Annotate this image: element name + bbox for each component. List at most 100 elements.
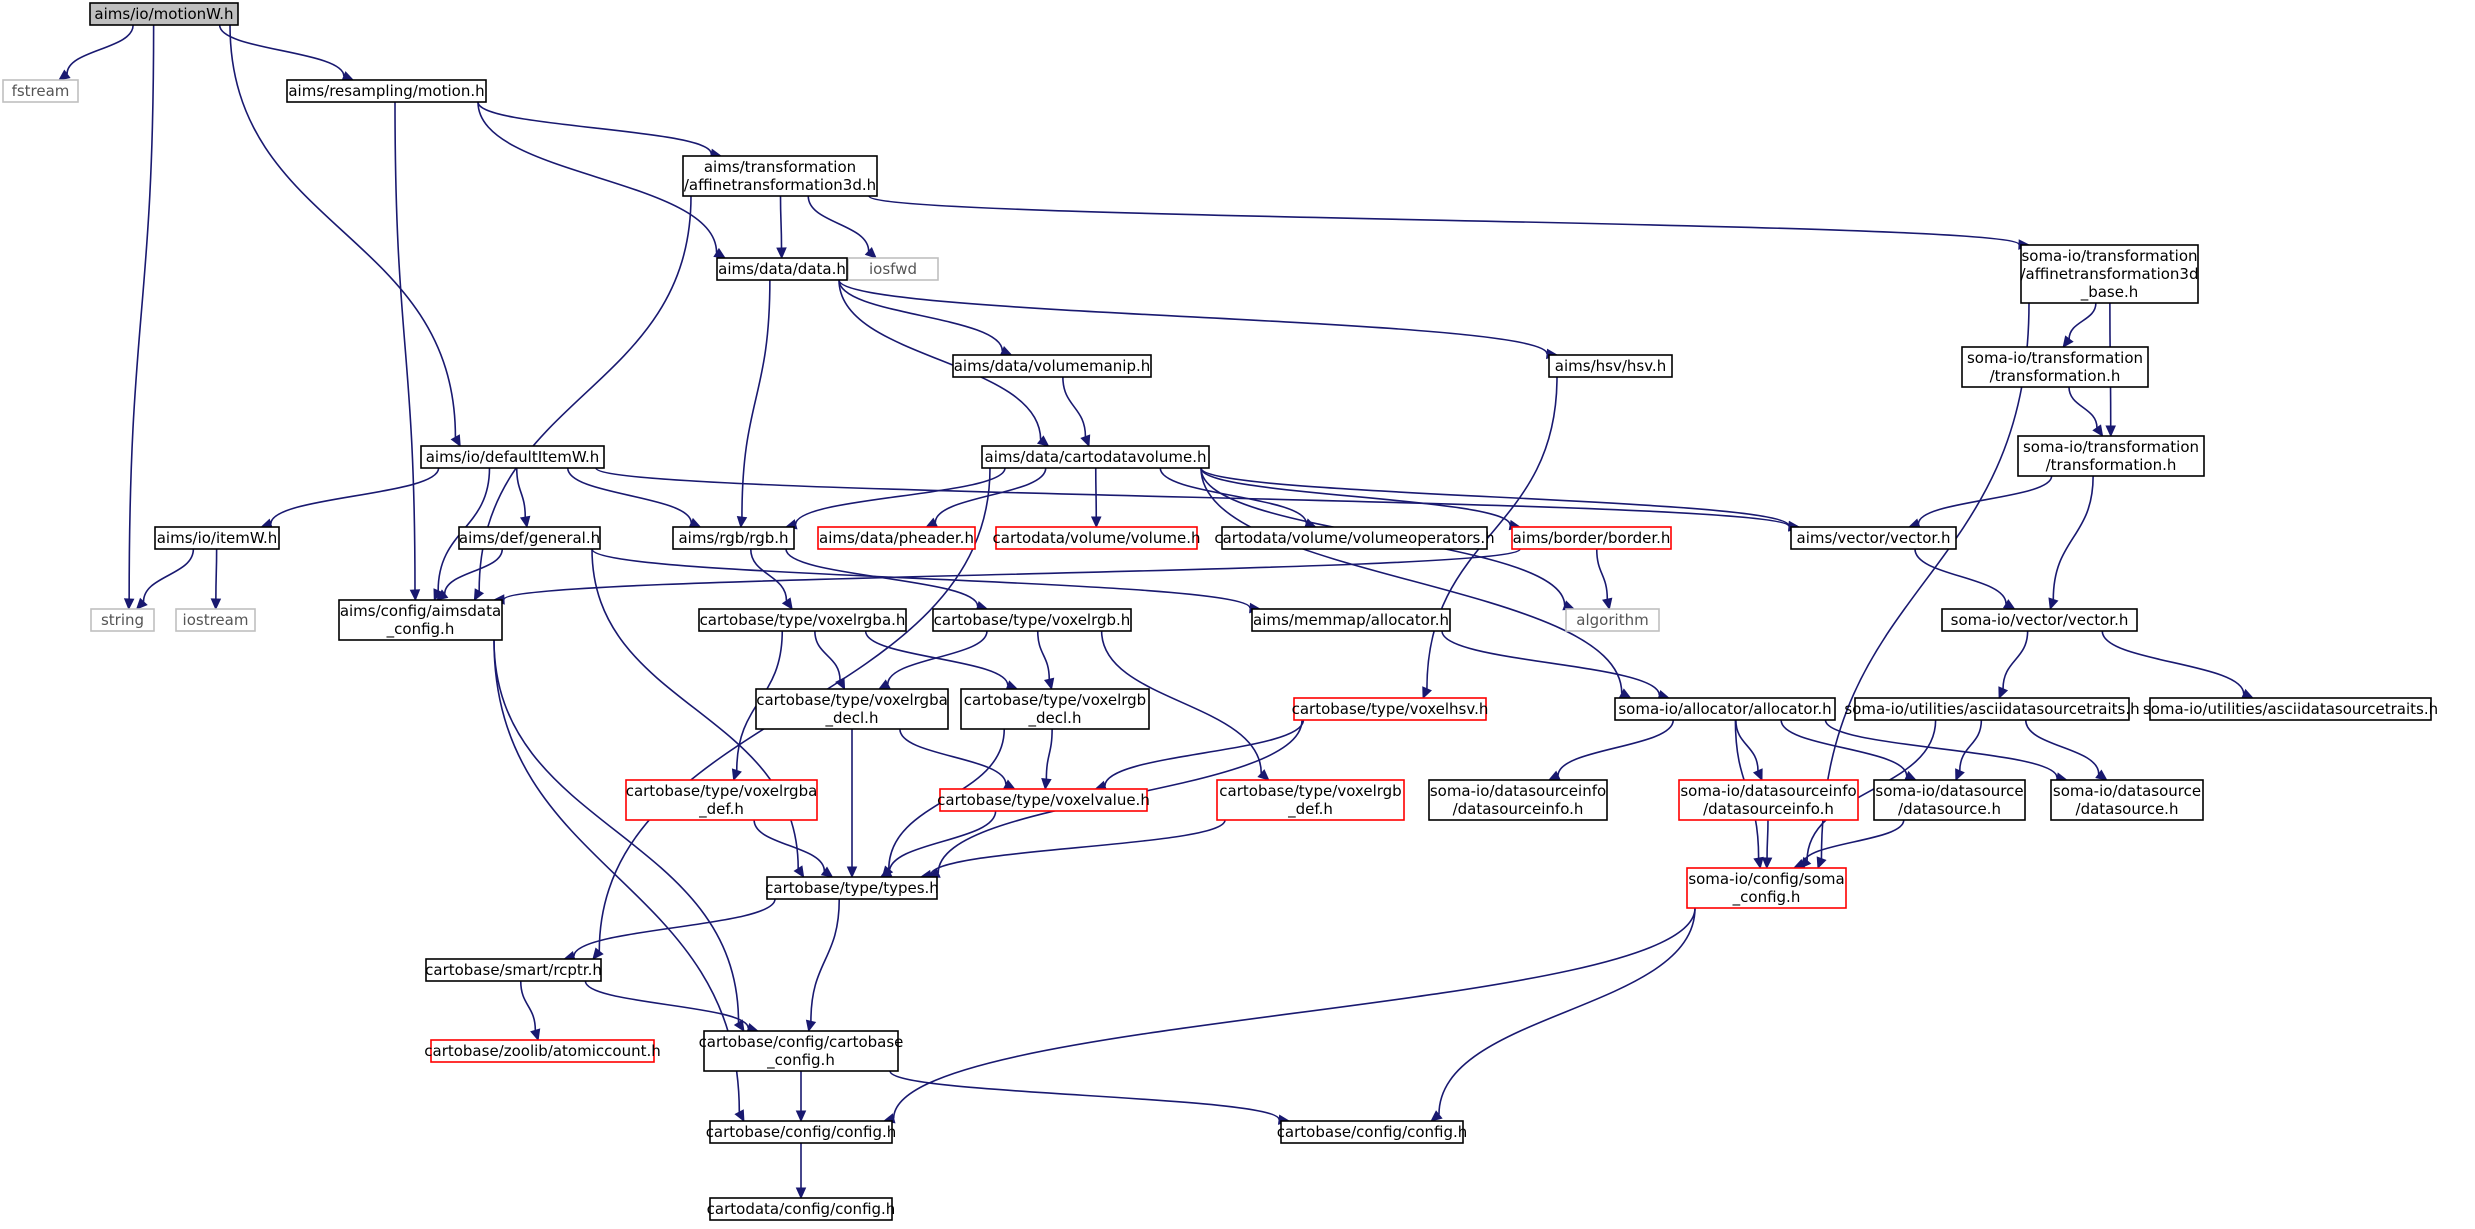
- node-label: soma-io/transformation: [2021, 247, 2197, 265]
- edge-arrowhead: [1955, 768, 1965, 782]
- edge-defaultItemW-to-def_general: [515, 467, 531, 529]
- node-voxelrgba_decl[interactable]: cartobase/type/voxelrgba_decl.h: [755, 688, 949, 730]
- edge-arrowhead: [2048, 597, 2059, 611]
- node-asciidst_a[interactable]: soma-io/utilities/asciidatasourcetraits.…: [1844, 697, 2140, 721]
- node-box: [1548, 354, 1673, 378]
- node-datasource_b[interactable]: soma-io/datasource/datasource.h: [2050, 779, 2204, 821]
- edge-line: [515, 467, 527, 518]
- node-box: [458, 526, 601, 550]
- node-cartobase_config[interactable]: cartobase/config/cartobase_config.h: [699, 1030, 904, 1072]
- edge-line: [1766, 819, 1769, 859]
- node-volumemanip[interactable]: aims/data/volumemanip.h: [952, 354, 1152, 378]
- node-cartodata_volume[interactable]: cartodata/volume/volume.h: [993, 526, 1201, 550]
- node-label: cartobase/type/voxelrgba.h: [700, 611, 906, 629]
- node-motionW[interactable]: aims/io/motionW.h: [89, 2, 239, 26]
- node-voxelvalue[interactable]: cartobase/type/voxelvalue.h: [937, 788, 1150, 812]
- node-aims_data[interactable]: aims/data/data.h: [716, 257, 848, 281]
- node-datasource_a[interactable]: soma-io/datasource/datasource.h: [1873, 779, 2026, 821]
- node-label: cartobase/type/voxelrgb: [1219, 782, 1401, 800]
- edge-defaultItemW-to-itemW: [260, 467, 440, 529]
- edge-line: [887, 630, 988, 685]
- node-label: algorithm: [1576, 611, 1648, 629]
- edge-line: [2002, 630, 2029, 689]
- edge-motionW-to-string: [123, 24, 155, 611]
- node-voxelrgba[interactable]: cartobase/type/voxelrgba.h: [698, 608, 907, 632]
- edge-itemW-to-iostream: [210, 548, 222, 611]
- node-box: [703, 1030, 899, 1072]
- edge-voxelvalue-to-cartobase_types: [879, 810, 997, 878]
- node-soma_config[interactable]: soma-io/config/soma_config.h: [1686, 867, 1847, 909]
- edge-arrowhead: [793, 865, 805, 879]
- node-cb_config_b[interactable]: cartobase/config/config.h: [1277, 1120, 1468, 1144]
- node-rcptr[interactable]: cartobase/smart/rcptr.h: [425, 958, 602, 982]
- edge-line: [443, 548, 504, 594]
- node-atomiccount[interactable]: cartobase/zoolib/atomiccount.h: [424, 1039, 661, 1063]
- node-pheader[interactable]: aims/data/pheader.h: [817, 526, 976, 550]
- edge-arrowhead: [1816, 856, 1827, 870]
- edge-hsv-to-voxelhsv: [1422, 376, 1558, 700]
- edge-line: [1557, 719, 1675, 776]
- node-dsinfo_a[interactable]: soma-io/datasourceinfo/datasourceinfo.h: [1428, 779, 1608, 821]
- node-cb_config_a[interactable]: cartobase/config/config.h: [706, 1120, 897, 1144]
- node-aims_vector[interactable]: aims/vector/vector.h: [1790, 526, 1957, 550]
- node-soma_transformation_a[interactable]: soma-io/transformation/transformation.h: [1961, 346, 2149, 388]
- node-resampling_motion[interactable]: aims/resampling/motion.h: [286, 79, 487, 103]
- node-label: _config.h: [1732, 888, 1801, 907]
- edge-cb_config_a-to-cartodata_config: [795, 1142, 807, 1200]
- node-soma_vector[interactable]: soma-io/vector/vector.h: [1941, 608, 2138, 632]
- edge-soma_vector-to-asciidst_b: [2101, 630, 2254, 699]
- edge-arrowhead: [776, 247, 787, 260]
- node-cartobase_types[interactable]: cartobase/type/types.h: [765, 876, 939, 900]
- edge-line: [477, 101, 713, 155]
- edge-soma_transformation_b-to-soma_vector: [2048, 475, 2094, 611]
- edge-cartobase_types-to-cartobase_config: [805, 898, 841, 1033]
- node-aims_aff3d[interactable]: aims/transformation/affinetransformation…: [682, 155, 878, 197]
- node-soma_transformation_b[interactable]: soma-io/transformation/transformation.h: [2017, 435, 2205, 477]
- edge-line: [1820, 302, 2030, 859]
- node-label: aims/data/cartodatavolume.h: [985, 448, 1207, 466]
- edge-arrowhead: [1998, 686, 2009, 700]
- node-def_general[interactable]: aims/def/general.h: [458, 526, 601, 550]
- edge-soma_aff3d_base-to-soma_transformation_a: [2062, 302, 2097, 348]
- node-dsinfo_b[interactable]: soma-io/datasourceinfo/datasourceinfo.h: [1678, 779, 1859, 821]
- edge-voxelrgb_def-to-cartobase_types: [919, 819, 1226, 881]
- node-label: _def.h: [698, 800, 744, 819]
- node-voxelrgb_decl[interactable]: cartobase/type/voxelrgb_decl.h: [960, 688, 1150, 730]
- edge-motionW-to-defaultItemW: [229, 24, 461, 448]
- edge-line: [1100, 630, 1263, 774]
- edge-arrowhead: [1753, 856, 1764, 870]
- edge-volumemanip-to-cartodatavolume: [1062, 376, 1091, 448]
- edge-line: [892, 907, 1696, 1119]
- node-itemW[interactable]: aims/io/itemW.h: [154, 526, 280, 550]
- edge-line: [838, 279, 1548, 355]
- node-label: soma-io/config/soma: [1688, 870, 1844, 888]
- node-volumeoperators[interactable]: cartodata/volume/volumeoperators.h: [1214, 526, 1495, 550]
- node-cartodata_config[interactable]: cartodata/config/config.h: [707, 1197, 896, 1221]
- node-border[interactable]: aims/border/border.h: [1511, 526, 1672, 550]
- node-voxelrgba_def[interactable]: cartobase/type/voxelrgba_def.h: [625, 779, 818, 821]
- node-label: soma-io/datasourceinfo: [1680, 782, 1856, 800]
- node-soma_allocator[interactable]: soma-io/allocator/allocator.h: [1614, 697, 1836, 721]
- node-voxelhsv[interactable]: cartobase/type/voxelhsv.h: [1292, 697, 1489, 721]
- edge-line: [477, 101, 718, 253]
- node-asciidst_b[interactable]: soma-io/utilities/asciidatasourcetraits.…: [2143, 697, 2438, 721]
- node-defaultItemW[interactable]: aims/io/defaultItemW.h: [420, 445, 605, 469]
- node-memmap_allocator[interactable]: aims/memmap/allocator.h: [1251, 608, 1451, 632]
- node-rgb[interactable]: aims/rgb/rgb.h: [672, 526, 795, 550]
- edge-line: [1958, 719, 1983, 771]
- edge-arrowhead: [135, 597, 148, 610]
- node-soma_aff3d_base[interactable]: soma-io/transformation/affinetransformat…: [2020, 244, 2199, 304]
- node-hsv[interactable]: aims/hsv/hsv.h: [1548, 354, 1673, 378]
- node-box: [625, 779, 818, 821]
- node-label: soma-io/datasource: [2053, 782, 2201, 800]
- node-voxelrgb_def[interactable]: cartobase/type/voxelrgb_def.h: [1216, 779, 1405, 821]
- node-voxelrgb[interactable]: cartobase/type/voxelrgb.h: [932, 608, 1132, 632]
- edge-arrowhead: [1080, 434, 1091, 448]
- node-aimsdata_config[interactable]: aims/config/aimsdata_config.h: [338, 599, 503, 641]
- edge-arrowhead: [1430, 1110, 1443, 1122]
- node-cartodatavolume[interactable]: aims/data/cartodatavolume.h: [981, 445, 1210, 469]
- edge-line: [573, 898, 776, 957]
- node-label: _def.h: [1287, 800, 1333, 819]
- edge-arrowhead: [2092, 424, 2104, 438]
- node-box: [709, 1197, 893, 1221]
